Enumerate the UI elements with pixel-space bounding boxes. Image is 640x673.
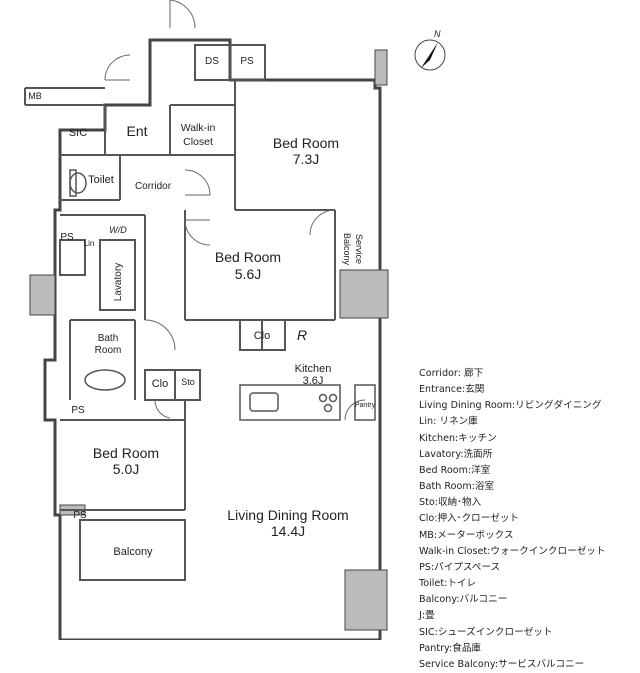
legend-item: Sto:収納･物入 <box>419 497 482 509</box>
label-corridor: Corridor <box>135 181 172 192</box>
label-bed3-size: 5.0J <box>113 461 139 477</box>
label-pantry: Pantry <box>355 402 376 409</box>
legend-item: Corridor: 廊下 <box>419 368 484 379</box>
label-fridge: R <box>297 327 307 343</box>
label-sto: Sto <box>181 377 195 387</box>
label-ps-bottom: PS <box>73 510 87 521</box>
label-sic: SIC <box>69 127 87 139</box>
label-bed2-name: Bed Room <box>215 249 281 265</box>
legend-item: Clo:押入･クローゼット <box>419 513 520 525</box>
compass-label: N <box>434 29 441 39</box>
label-toilet: Toilet <box>88 174 114 186</box>
label-service-balcony-2: Balcony <box>342 233 352 266</box>
label-service-balcony-1: Service <box>354 234 364 264</box>
legend-item: SIC:シューズインクローゼット <box>419 626 553 638</box>
label-mb: MB <box>28 91 42 101</box>
legend-item: Service Balcony:サービスバルコニー <box>419 658 585 670</box>
label-bed1-name: Bed Room <box>273 135 339 151</box>
legend-item: Toilet:トイレ <box>419 578 477 590</box>
label-bed2-size: 5.6J <box>235 266 261 282</box>
legend-item: Walk-in Closet:ウォークインクローゼット <box>419 545 606 557</box>
label-ldk-name: Living Dining Room <box>227 507 348 523</box>
label-ds: DS <box>205 56 219 67</box>
label-lavatory: Lavatory <box>113 263 124 301</box>
floor-plan: N DS PS MB SIC Ent Walk-in Closet Bed Ro… <box>24 0 446 640</box>
label-clo-low: Clo <box>152 378 169 390</box>
legend-item: Lavatory:洗面所 <box>419 448 493 460</box>
label-ent: Ent <box>126 123 147 139</box>
legend-item: J:畳 <box>419 610 435 622</box>
label-bed1-size: 7.3J <box>293 151 319 167</box>
label-bath-1: Bath <box>98 333 119 344</box>
label-wd: W/D <box>109 225 127 235</box>
label-bed3-name: Bed Room <box>93 445 159 461</box>
label-walkin-1: Walk-in <box>181 122 216 134</box>
legend-item: Bath Room:浴室 <box>419 481 495 493</box>
legend-item: Entrance:玄関 <box>419 384 485 396</box>
door-swings <box>104 0 366 421</box>
legend-item: PS:パイプスペース <box>419 561 501 573</box>
label-ps-top: PS <box>240 56 254 67</box>
legend-item: Bed Room:洋室 <box>419 464 491 476</box>
legend-item: Pantry:食品庫 <box>419 642 482 654</box>
kitchen-fixtures <box>239 384 376 421</box>
room-labels: DS PS MB SIC Ent Walk-in Closet Bed Room… <box>28 56 375 558</box>
interior-walls <box>24 44 336 581</box>
label-ps-low: PS <box>71 405 85 416</box>
bath-fixtures <box>69 169 126 391</box>
compass-icon: N <box>414 29 446 71</box>
label-clo-mid: Clo <box>254 330 271 342</box>
label-kitchen-size: 3.6J <box>303 375 324 387</box>
legend-item: Balcony:バルコニー <box>419 594 508 606</box>
label-kitchen-name: Kitchen <box>295 363 332 375</box>
legend-item: Living Dining Room:リビングダイニング <box>419 400 602 412</box>
label-walkin-2: Closet <box>183 136 213 148</box>
columns <box>29 49 389 631</box>
label-balcony: Balcony <box>113 546 153 558</box>
legend-item: MB:メーターボックス <box>419 529 514 541</box>
legend-item: Kitchen:キッチン <box>419 432 497 444</box>
legend: Corridor: 廊下 Entrance:玄関 Living Dining R… <box>419 366 605 673</box>
label-ldk-size: 14.4J <box>271 523 305 539</box>
legend-item: Lin: リネン庫 <box>419 416 478 428</box>
label-lin: Lin <box>84 239 95 248</box>
label-ps-mid: PS <box>60 232 74 243</box>
label-bath-2: Room <box>95 345 122 356</box>
